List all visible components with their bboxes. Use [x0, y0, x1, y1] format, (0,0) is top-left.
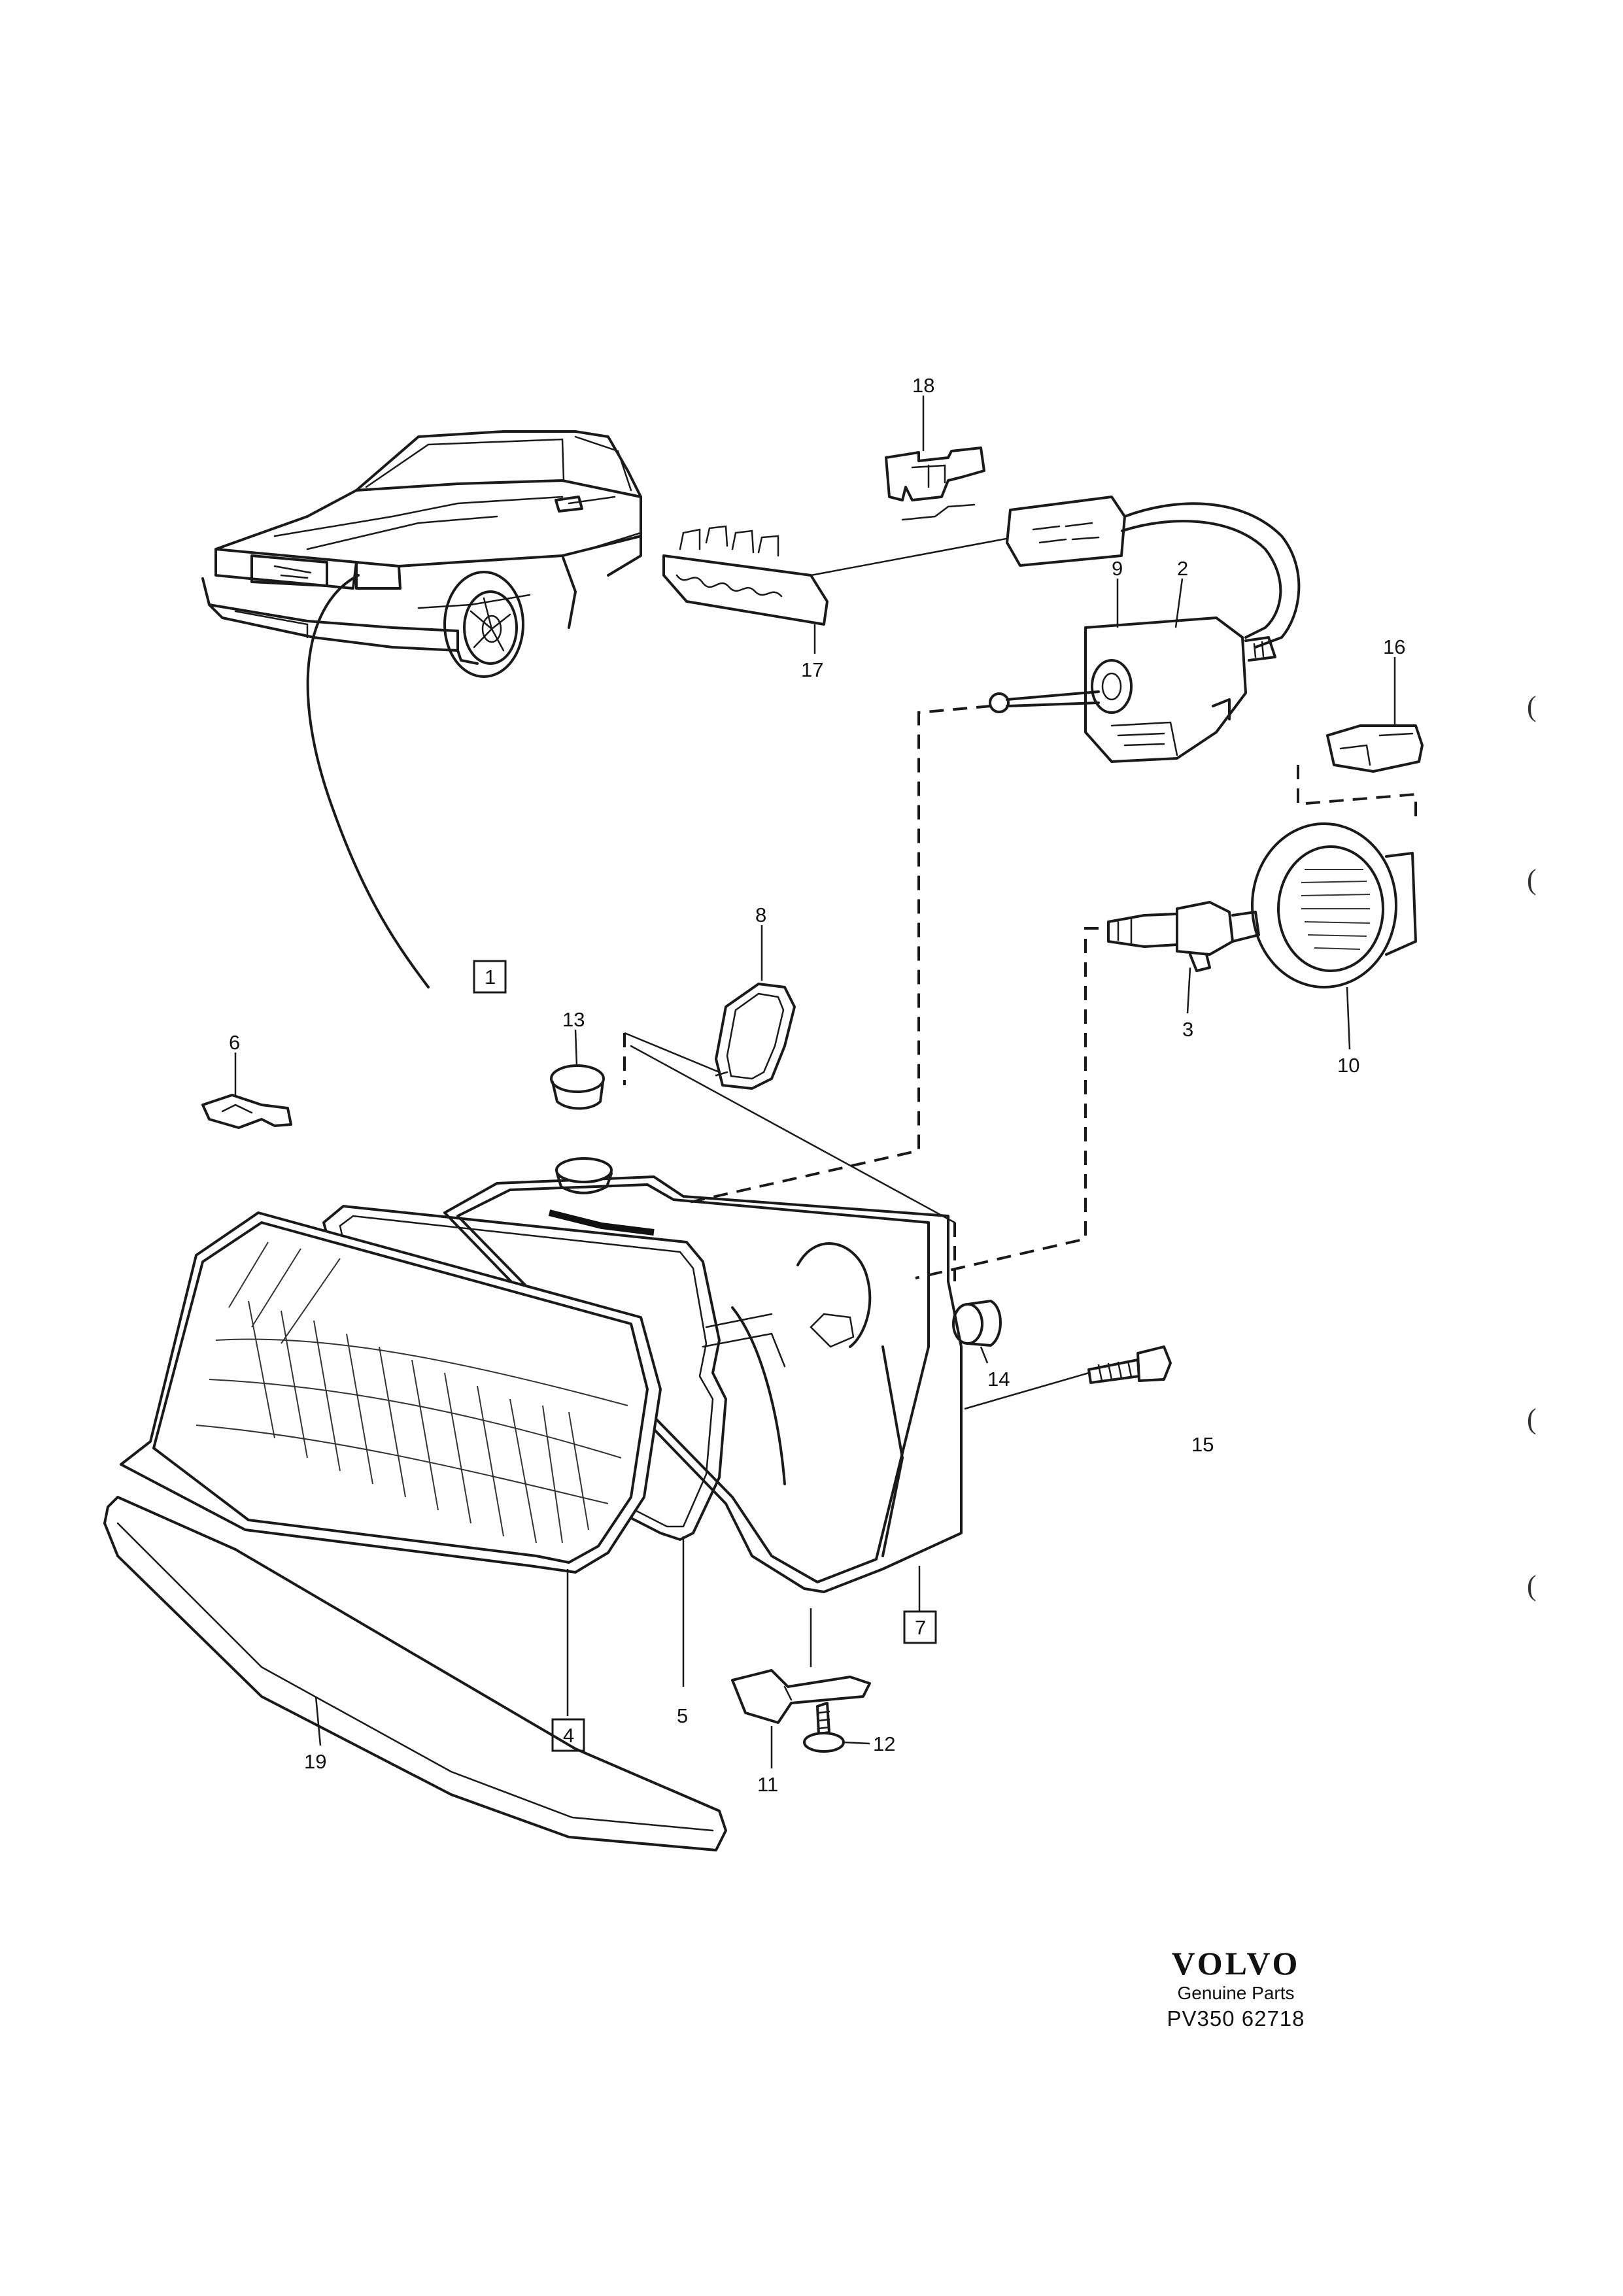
volvo-logo: VOLVO: [1171, 1945, 1301, 1982]
bracket-11: [731, 1669, 871, 1724]
callout-11: 11: [757, 1773, 778, 1796]
callout-2: 2: [1177, 557, 1188, 580]
callout-7-box: [903, 1610, 937, 1644]
callout-15: 15: [1191, 1433, 1214, 1456]
grommet-14: [952, 1300, 1002, 1347]
callout-18: 18: [912, 374, 934, 397]
brand-block: VOLVO Genuine Parts PV350 62718: [1138, 1945, 1334, 2033]
callout-14: 14: [987, 1368, 1010, 1391]
margin-mark: (: [1527, 690, 1537, 722]
wire-harness-2: [989, 496, 1301, 763]
trim-strip-19: [103, 1496, 727, 1851]
connector-17: [662, 525, 1021, 626]
lens-4: [120, 1211, 662, 1574]
clip-18: [885, 447, 985, 521]
callout-19: 19: [304, 1750, 326, 1773]
lamp-housing-7: [443, 1157, 963, 1593]
callout-3: 3: [1182, 1018, 1193, 1041]
callout-17: 17: [801, 658, 823, 681]
callout-1-box: [473, 960, 507, 994]
gasket-8: [623, 983, 796, 1090]
callout-10: 10: [1337, 1054, 1359, 1077]
cap-13: [550, 1064, 605, 1110]
leader-lines: [234, 396, 1396, 1768]
callout-4-box: [551, 1718, 585, 1752]
callout-labels: 18 17 9 2 16 8 13 6 3 10 14 15 5 19 11 1…: [229, 374, 1405, 1796]
callout-16: 16: [1383, 635, 1405, 658]
callout-1: 1: [485, 966, 496, 988]
dashed-routing-lines: [630, 705, 1099, 1281]
brand-subtitle: Genuine Parts: [1177, 1983, 1295, 2003]
clip-6: [201, 1094, 292, 1129]
clip-16: [1297, 724, 1424, 824]
diagram-code: PV350 62718: [1167, 2006, 1305, 2031]
callout-7: 7: [915, 1616, 926, 1639]
callout-9: 9: [1112, 557, 1123, 580]
margin-mark: (: [1527, 1570, 1537, 1602]
margin-mark: (: [1527, 1403, 1537, 1435]
margin-mark: (: [1527, 864, 1537, 896]
callout-6: 6: [229, 1031, 240, 1054]
car-overview-illustration: [201, 430, 642, 988]
callout-8: 8: [755, 903, 766, 926]
screw-15: [964, 1345, 1172, 1410]
bulb-3: [1107, 901, 1260, 972]
callout-5: 5: [677, 1704, 688, 1727]
retaining-ring-10: [1251, 822, 1417, 988]
callout-13: 13: [562, 1008, 585, 1031]
callout-12: 12: [873, 1732, 895, 1755]
screw-12: [803, 1702, 845, 1753]
callout-4: 4: [563, 1724, 574, 1747]
